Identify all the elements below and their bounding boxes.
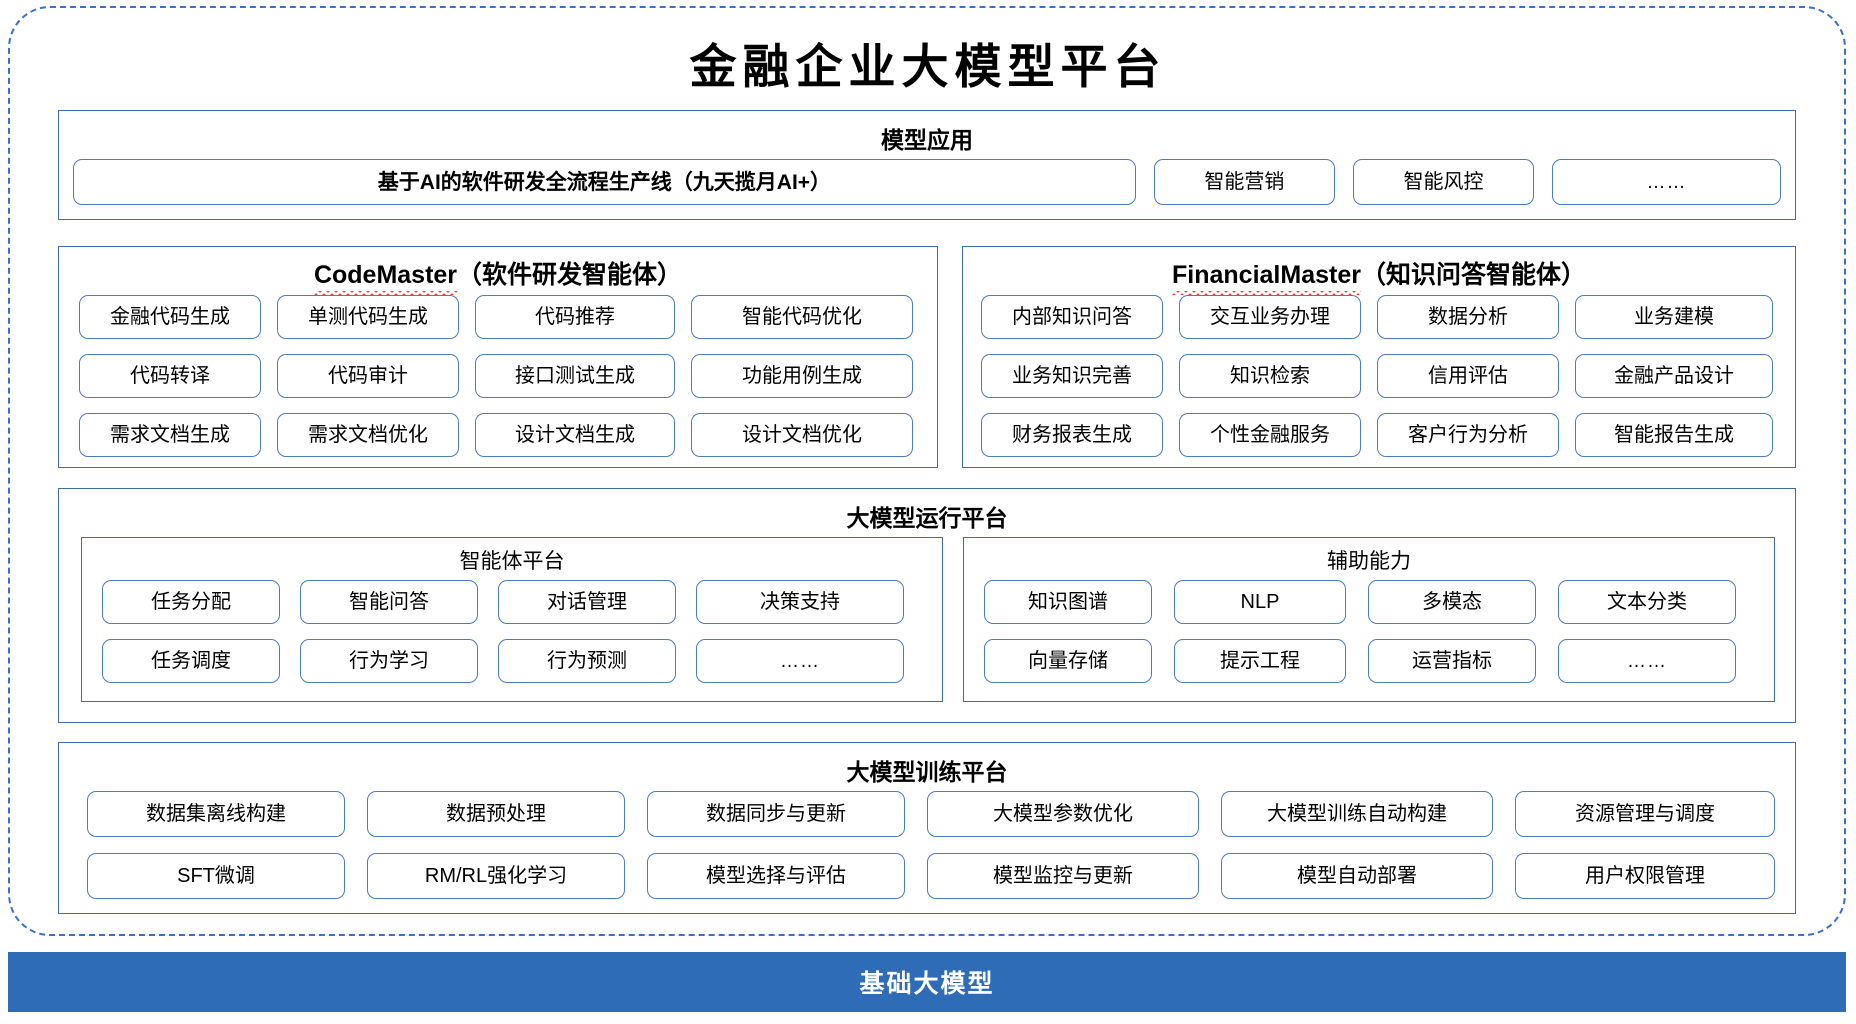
pill-agent-1-2[interactable]: 智能问答 xyxy=(300,580,478,624)
pill-financial-master-2-2[interactable]: 知识检索 xyxy=(1179,354,1361,398)
pill-agent-1-3[interactable]: 对话管理 xyxy=(498,580,676,624)
panel-model-application: 模型应用 基于AI的软件研发全流程生产线（九天揽月AI+） 智能营销 智能风控 … xyxy=(58,110,1796,220)
pill-financial-master-1-4[interactable]: 业务建模 xyxy=(1575,295,1773,339)
panel-run-platform: 大模型运行平台 智能体平台 任务分配 智能问答 对话管理 决策支持 任务调度 行… xyxy=(58,488,1796,723)
train-platform-title: 大模型训练平台 xyxy=(846,759,1008,785)
pill-code-master-3-3[interactable]: 设计文档生成 xyxy=(475,413,675,457)
pill-aux-2-2[interactable]: 提示工程 xyxy=(1174,639,1346,683)
footer-label: 基础大模型 xyxy=(859,970,995,998)
pill-train-1-1[interactable]: 数据集离线构建 xyxy=(87,791,345,837)
pill-code-master-2-2[interactable]: 代码审计 xyxy=(277,354,459,398)
panel-financial-master: FinancialMaster（知识问答智能体） 内部知识问答 交互业务办理 数… xyxy=(962,246,1796,468)
pill-financial-master-1-1[interactable]: 内部知识问答 xyxy=(981,295,1163,339)
pill-agent-1-4[interactable]: 决策支持 xyxy=(696,580,904,624)
agent-platform-title: 智能体平台 xyxy=(459,550,565,573)
code-master-row-2: 代码转译 代码审计 接口测试生成 功能用例生成 xyxy=(79,354,913,398)
financial-master-title: FinancialMaster（知识问答智能体） xyxy=(963,255,1795,295)
model-application-items: 基于AI的软件研发全流程生产线（九天揽月AI+） 智能营销 智能风控 …… xyxy=(73,159,1781,205)
model-application-title: 模型应用 xyxy=(881,127,973,153)
financial-master-row-1: 内部知识问答 交互业务办理 数据分析 业务建模 xyxy=(981,295,1773,339)
pill-code-master-2-4[interactable]: 功能用例生成 xyxy=(691,354,913,398)
pill-financial-master-3-4[interactable]: 智能报告生成 xyxy=(1575,413,1773,457)
code-master-brand: CodeMaster xyxy=(313,261,458,295)
pill-agent-2-3[interactable]: 行为预测 xyxy=(498,639,676,683)
aux-capability-row-1: 知识图谱 NLP 多模态 文本分类 xyxy=(984,580,1736,624)
pill-code-master-1-2[interactable]: 单测代码生成 xyxy=(277,295,459,339)
pill-train-2-2[interactable]: RM/RL强化学习 xyxy=(367,853,625,899)
financial-master-row-2: 业务知识完善 知识检索 信用评估 金融产品设计 xyxy=(981,354,1773,398)
pill-train-2-3[interactable]: 模型选择与评估 xyxy=(647,853,905,899)
pill-code-master-3-4[interactable]: 设计文档优化 xyxy=(691,413,913,457)
pill-financial-master-3-3[interactable]: 客户行为分析 xyxy=(1377,413,1559,457)
financial-master-brand: FinancialMaster xyxy=(1172,261,1361,295)
pill-code-master-2-1[interactable]: 代码转译 xyxy=(79,354,261,398)
pill-agent-1-1[interactable]: 任务分配 xyxy=(102,580,280,624)
pill-train-1-5[interactable]: 大模型训练自动构建 xyxy=(1221,791,1493,837)
pill-code-master-3-2[interactable]: 需求文档优化 xyxy=(277,413,459,457)
pill-train-1-4[interactable]: 大模型参数优化 xyxy=(927,791,1199,837)
agent-platform-row-1: 任务分配 智能问答 对话管理 决策支持 xyxy=(102,580,904,624)
panel-code-master: CodeMaster（软件研发智能体） 金融代码生成 单测代码生成 代码推荐 智… xyxy=(58,246,938,468)
pill-agent-2-2[interactable]: 行为学习 xyxy=(300,639,478,683)
pill-train-1-2[interactable]: 数据预处理 xyxy=(367,791,625,837)
pill-financial-master-1-2[interactable]: 交互业务办理 xyxy=(1179,295,1361,339)
pill-train-2-5[interactable]: 模型自动部署 xyxy=(1221,853,1493,899)
pill-train-1-3[interactable]: 数据同步与更新 xyxy=(647,791,905,837)
pill-code-master-3-1[interactable]: 需求文档生成 xyxy=(79,413,261,457)
train-platform-row-2: SFT微调 RM/RL强化学习 模型选择与评估 模型监控与更新 模型自动部署 用… xyxy=(87,853,1775,899)
run-platform-title: 大模型运行平台 xyxy=(846,505,1008,531)
pill-aux-2-4[interactable]: …… xyxy=(1558,639,1736,683)
pill-ai-production-line[interactable]: 基于AI的软件研发全流程生产线（九天揽月AI+） xyxy=(73,159,1136,205)
aux-capability-row-2: 向量存储 提示工程 运营指标 …… xyxy=(984,639,1736,683)
pill-aux-2-1[interactable]: 向量存储 xyxy=(984,639,1152,683)
pill-code-master-1-4[interactable]: 智能代码优化 xyxy=(691,295,913,339)
pill-more-applications[interactable]: …… xyxy=(1552,159,1781,205)
pill-aux-1-2[interactable]: NLP xyxy=(1174,580,1346,624)
code-master-title: CodeMaster（软件研发智能体） xyxy=(59,255,937,295)
pill-aux-2-3[interactable]: 运营指标 xyxy=(1368,639,1536,683)
train-platform-row-1: 数据集离线构建 数据预处理 数据同步与更新 大模型参数优化 大模型训练自动构建 … xyxy=(87,791,1775,837)
code-master-suffix: （软件研发智能体） xyxy=(457,261,683,289)
pill-aux-1-4[interactable]: 文本分类 xyxy=(1558,580,1736,624)
pill-train-2-6[interactable]: 用户权限管理 xyxy=(1515,853,1775,899)
pill-financial-master-2-4[interactable]: 金融产品设计 xyxy=(1575,354,1773,398)
pill-aux-1-1[interactable]: 知识图谱 xyxy=(984,580,1152,624)
pill-train-1-6[interactable]: 资源管理与调度 xyxy=(1515,791,1775,837)
page-title: 金融企业大模型平台 xyxy=(689,42,1167,94)
pill-code-master-2-3[interactable]: 接口测试生成 xyxy=(475,354,675,398)
pill-intelligent-risk-control[interactable]: 智能风控 xyxy=(1352,159,1535,205)
pill-financial-master-3-2[interactable]: 个性金融服务 xyxy=(1179,413,1361,457)
pill-financial-master-2-3[interactable]: 信用评估 xyxy=(1377,354,1559,398)
code-master-row-3: 需求文档生成 需求文档优化 设计文档生成 设计文档优化 xyxy=(79,413,913,457)
subpanel-aux-capability: 辅助能力 知识图谱 NLP 多模态 文本分类 向量存储 提示工程 运营指标 …… xyxy=(963,537,1775,702)
pill-train-2-1[interactable]: SFT微调 xyxy=(87,853,345,899)
pill-agent-2-4[interactable]: …… xyxy=(696,639,904,683)
pill-financial-master-1-3[interactable]: 数据分析 xyxy=(1377,295,1559,339)
pill-code-master-1-3[interactable]: 代码推荐 xyxy=(475,295,675,339)
footer-base-model-bar: 基础大模型 xyxy=(8,952,1846,1012)
financial-master-suffix: （知识问答智能体） xyxy=(1360,261,1586,289)
agent-platform-row-2: 任务调度 行为学习 行为预测 …… xyxy=(102,639,904,683)
pill-financial-master-3-1[interactable]: 财务报表生成 xyxy=(981,413,1163,457)
pill-code-master-1-1[interactable]: 金融代码生成 xyxy=(79,295,261,339)
pill-intelligent-marketing[interactable]: 智能营销 xyxy=(1153,159,1335,205)
subpanel-agent-platform: 智能体平台 任务分配 智能问答 对话管理 决策支持 任务调度 行为学习 行为预测… xyxy=(81,537,943,702)
pill-train-2-4[interactable]: 模型监控与更新 xyxy=(927,853,1199,899)
code-master-row-1: 金融代码生成 单测代码生成 代码推荐 智能代码优化 xyxy=(79,295,913,339)
panel-train-platform: 大模型训练平台 数据集离线构建 数据预处理 数据同步与更新 大模型参数优化 大模… xyxy=(58,742,1796,914)
pill-financial-master-2-1[interactable]: 业务知识完善 xyxy=(981,354,1163,398)
pill-agent-2-1[interactable]: 任务调度 xyxy=(102,639,280,683)
aux-capability-title: 辅助能力 xyxy=(1327,550,1411,573)
financial-master-row-3: 财务报表生成 个性金融服务 客户行为分析 智能报告生成 xyxy=(981,413,1773,457)
pill-aux-1-3[interactable]: 多模态 xyxy=(1368,580,1536,624)
